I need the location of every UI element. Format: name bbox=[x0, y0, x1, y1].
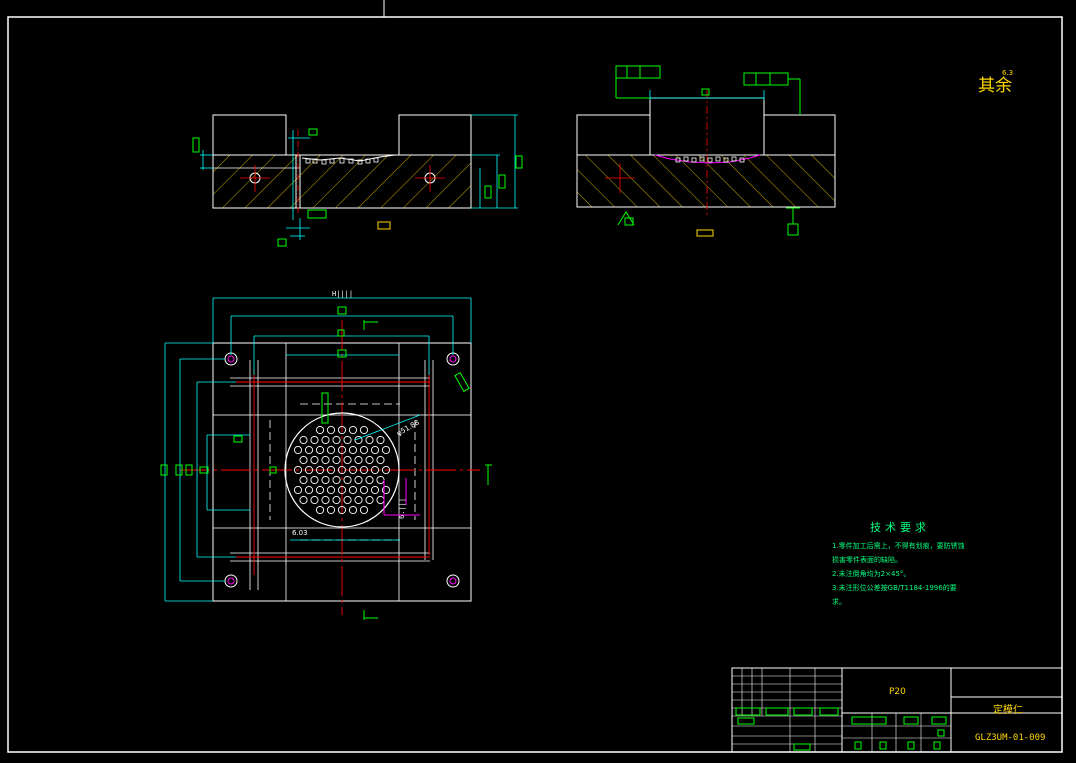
vent-hole bbox=[370, 465, 380, 475]
vent-hole bbox=[348, 485, 358, 495]
vent-hole bbox=[359, 485, 369, 495]
drawing-border bbox=[7, 0, 1063, 753]
vent-hole bbox=[315, 465, 325, 475]
vent-hole bbox=[321, 435, 330, 445]
vent-holes bbox=[293, 425, 391, 515]
vent-hole bbox=[348, 505, 358, 515]
vent-hole bbox=[293, 465, 303, 475]
vent-hole bbox=[370, 445, 380, 455]
vent-hole bbox=[321, 455, 330, 465]
vent-hole bbox=[293, 485, 303, 495]
vent-hole bbox=[326, 485, 336, 495]
technical-note-item: 2.未注倒角均为2×45°。 bbox=[832, 570, 911, 578]
technical-note-item: 3.未注形位公差按GB/T1184-1996的要 bbox=[832, 584, 957, 592]
vent-hole bbox=[359, 425, 369, 435]
vent-hole bbox=[343, 495, 352, 505]
vent-hole bbox=[365, 495, 374, 505]
vent-hole bbox=[315, 425, 325, 435]
vent-hole bbox=[332, 455, 341, 465]
vent-hole bbox=[304, 445, 314, 455]
vent-hole bbox=[332, 435, 341, 445]
technical-note-item: 求。 bbox=[832, 598, 846, 606]
vent-hole bbox=[348, 425, 358, 435]
vent-hole bbox=[337, 505, 347, 515]
vent-hole bbox=[381, 465, 391, 475]
technical-notes-title: 技术要求 bbox=[870, 521, 930, 534]
roughness-value: 6.3 bbox=[1002, 69, 1014, 77]
vent-hole bbox=[315, 445, 325, 455]
vent-hole bbox=[343, 475, 352, 485]
vent-hole bbox=[310, 475, 319, 485]
vent-hole bbox=[354, 495, 363, 505]
vent-hole bbox=[381, 485, 391, 495]
vent-hole bbox=[315, 485, 325, 495]
svg-text:H||||: H|||| bbox=[332, 290, 353, 298]
vent-hole bbox=[343, 435, 352, 445]
vent-hole bbox=[337, 425, 347, 435]
title-block-drawing-number: GLZ3UM-01-009 bbox=[975, 733, 1046, 743]
technical-note-item: 1.零件加工后需上，不得有划痕，要防锈蚀 bbox=[832, 542, 965, 550]
vent-hole bbox=[326, 445, 336, 455]
svg-text:6.|||: 6.||| bbox=[398, 498, 406, 519]
vent-hole bbox=[337, 465, 347, 475]
vent-hole bbox=[310, 435, 319, 445]
vent-hole bbox=[332, 475, 341, 485]
title-block-material: P20 bbox=[889, 687, 906, 697]
vent-hole bbox=[310, 495, 319, 505]
vent-hole bbox=[354, 435, 363, 445]
vent-hole bbox=[337, 445, 347, 455]
vent-hole bbox=[299, 455, 308, 465]
vent-hole bbox=[321, 495, 330, 505]
dimension-label-spacing: 6.03 bbox=[292, 529, 308, 537]
vent-hole bbox=[354, 455, 363, 465]
plan-view: H|||| 6.||| bbox=[160, 290, 492, 620]
vent-hole bbox=[299, 475, 308, 485]
vent-hole bbox=[381, 445, 391, 455]
vent-hole bbox=[332, 495, 341, 505]
vent-hole bbox=[343, 455, 352, 465]
vent-hole bbox=[365, 475, 374, 485]
vent-hole bbox=[304, 485, 314, 495]
vent-hole bbox=[299, 495, 308, 505]
vent-hole bbox=[293, 445, 303, 455]
vent-hole bbox=[326, 465, 336, 475]
vent-hole bbox=[354, 475, 363, 485]
vent-hole bbox=[304, 465, 314, 475]
vent-hole bbox=[376, 495, 385, 505]
vent-hole bbox=[359, 445, 369, 455]
roughness-symbol-text: 其余 bbox=[978, 76, 1012, 96]
vent-hole bbox=[310, 455, 319, 465]
title-block bbox=[731, 667, 1063, 753]
vent-hole bbox=[376, 435, 385, 445]
vent-hole bbox=[348, 445, 358, 455]
vent-hole bbox=[337, 485, 347, 495]
vent-hole bbox=[376, 455, 385, 465]
vent-hole bbox=[376, 475, 385, 485]
vent-hole bbox=[348, 465, 358, 475]
vent-hole bbox=[359, 505, 369, 515]
vent-hole bbox=[326, 505, 336, 515]
vent-hole bbox=[299, 435, 308, 445]
section-view-right bbox=[576, 65, 836, 237]
vent-hole bbox=[326, 425, 336, 435]
vent-hole bbox=[370, 485, 380, 495]
vent-hole bbox=[365, 455, 374, 465]
technical-note-item: 损害零件表面的缺陷。 bbox=[832, 556, 902, 564]
vent-hole bbox=[359, 465, 369, 475]
vent-hole bbox=[365, 435, 374, 445]
vent-hole bbox=[321, 475, 330, 485]
section-view-left bbox=[192, 114, 523, 247]
vent-hole bbox=[315, 505, 325, 515]
title-block-part-name: 定模仁 bbox=[993, 705, 1023, 716]
